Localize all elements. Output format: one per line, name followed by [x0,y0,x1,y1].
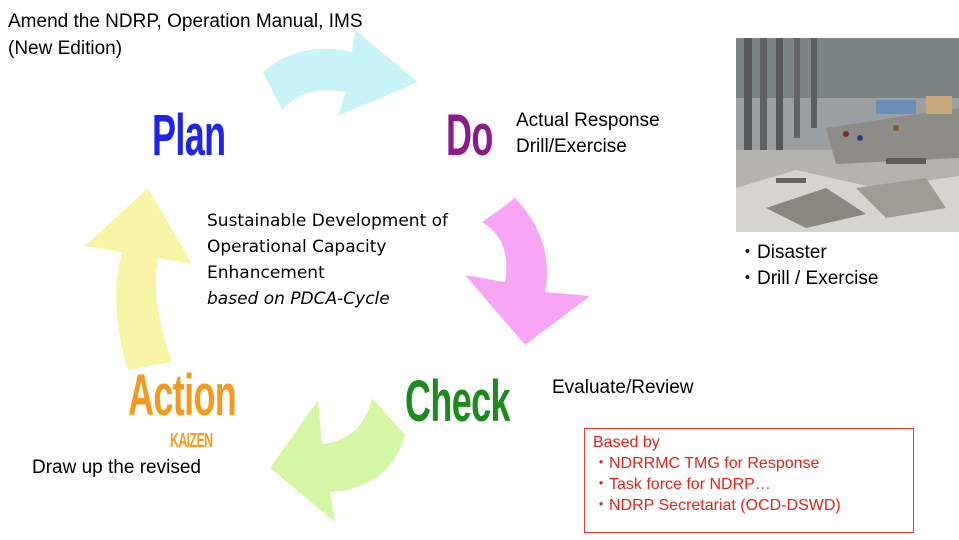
photo-bullet-disaster: ・Disaster [738,242,827,263]
arrow-do-to-check [465,190,590,345]
do-heading: Do [446,103,493,168]
action-note: Draw up the revised [32,457,201,478]
check-note: Evaluate/Review [552,377,694,398]
do-note: Actual Response Drill/Exercise [516,108,660,160]
kaizen-label: KAIZEN [170,430,213,452]
center-line4: based on PDCA-Cycle [207,289,390,309]
plan-note-line1: Amend the NDRP, Operation Manual, IMS [8,11,363,32]
based-by-item-tmg: ・NDRRMC TMG for Response [593,455,820,472]
do-note-line1: Actual Response [516,110,660,131]
center-line3: Enhancement [207,263,325,283]
arrow-plan-to-do [263,30,418,116]
plan-note: Amend the NDRP, Operation Manual, IMS (N… [8,8,363,62]
based-by-box: Based by ・NDRRMC TMG for Response ・Task … [584,428,914,533]
center-line2: Operational Capacity [207,237,387,257]
do-note-line2: Drill/Exercise [516,136,627,157]
center-line1: Sustainable Development of [207,211,449,231]
disaster-photo [736,38,959,232]
arrow-check-to-action [270,398,405,522]
based-by-title: Based by [593,434,660,451]
plan-heading: Plan [152,103,226,168]
photo-bullet-drill: ・Drill / Exercise [738,268,879,289]
center-description: Sustainable Development of Operational C… [207,208,448,312]
plan-note-line2: (New Edition) [8,38,123,59]
photo-caption: ・Disaster ・Drill / Exercise [738,240,878,292]
check-heading: Check [405,369,510,434]
arrow-action-to-plan [85,188,192,370]
based-by-item-secretariat: ・NDRP Secretariat (OCD-DSWD) [593,497,841,514]
based-by-item-taskforce: ・Task force for NDRP… [593,476,771,493]
action-heading: Action [128,363,237,428]
